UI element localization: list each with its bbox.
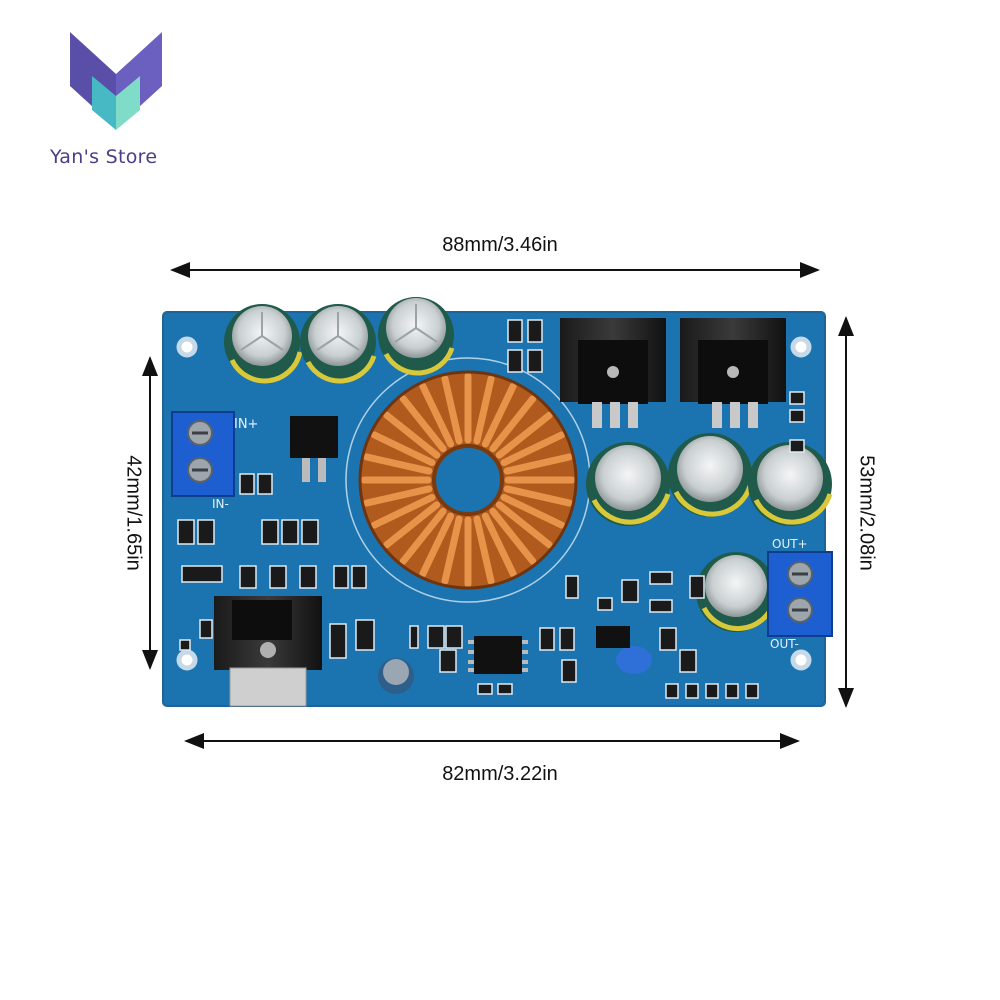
inductor-winding [370, 431, 436, 467]
inductor-winding [370, 493, 436, 529]
inductor-winding [473, 515, 495, 585]
smd-part [409, 625, 419, 649]
smd-part [281, 519, 299, 545]
smd-part [597, 597, 613, 611]
inductor-winding [363, 453, 433, 475]
store-logo-icon [70, 32, 162, 130]
smd-part [299, 565, 317, 589]
small-electrolytic-capacitor [378, 658, 414, 694]
toroidal-inductor [358, 370, 578, 590]
smd-part [745, 683, 759, 699]
smd-part [527, 349, 543, 373]
smd-part [685, 683, 699, 699]
inductor-winding [473, 375, 495, 445]
silk-out-plus: OUT+ [772, 537, 808, 551]
smd-part [659, 627, 677, 651]
smd-part [565, 575, 579, 599]
smd-part [649, 571, 673, 585]
smd-part [351, 565, 367, 589]
smd-part [705, 683, 719, 699]
silk-out-minus: OUT- [770, 637, 799, 651]
smd-part [477, 683, 493, 695]
smd-part [679, 649, 697, 673]
smd-part [689, 575, 705, 599]
smd-part [497, 683, 513, 695]
inductor-winding [489, 507, 537, 565]
inductor-winding [503, 453, 573, 475]
inductor-winding [495, 411, 553, 459]
smd-part [649, 599, 673, 613]
mounting-hole-icon [176, 336, 812, 671]
input-terminal-block [171, 411, 235, 497]
inductor-winding [441, 515, 463, 585]
silk-in-plus: IN+ [234, 417, 258, 432]
smd-part [329, 623, 347, 659]
smd-part [239, 565, 257, 589]
smd-part [789, 391, 805, 405]
inductor-winding [489, 395, 537, 453]
smd-components [177, 319, 805, 699]
smd-part [559, 627, 575, 651]
inductor-winding [503, 485, 573, 507]
smd-part [621, 579, 639, 603]
smd-part [179, 639, 191, 651]
smd-part [507, 349, 523, 373]
control-ic [468, 636, 528, 674]
inductor-winding [383, 501, 441, 549]
smd-part [269, 565, 287, 589]
smd-part [199, 619, 213, 639]
smd-part [301, 519, 319, 545]
inductor-winding [481, 512, 517, 578]
inductor-winding [500, 431, 566, 467]
smd-part [539, 627, 555, 651]
inductor-winding [399, 395, 447, 453]
inductor-winding [419, 382, 455, 448]
inductor-winding [383, 411, 441, 459]
smd-part [439, 649, 457, 673]
smd-part [197, 519, 215, 545]
inductor-winding [441, 375, 463, 445]
silk-in-minus: IN- [212, 497, 229, 511]
inductor-winding [500, 493, 566, 529]
inductor-winding [419, 512, 455, 578]
inductor-winding [481, 382, 517, 448]
smd-part [507, 319, 523, 343]
smd-part [333, 565, 349, 589]
ceramic-capacitor [616, 646, 652, 674]
dimension-bottom-label: 82mm/3.22in [442, 763, 558, 785]
dimension-top-label: 88mm/3.46in [442, 234, 558, 256]
smd-part [445, 625, 463, 649]
smd-part [725, 683, 739, 699]
output-terminal-block [767, 551, 833, 637]
smd-part [427, 625, 445, 649]
output-capacitors [586, 433, 833, 632]
input-capacitors [224, 297, 455, 384]
smd-part [239, 473, 255, 495]
smd-part [177, 519, 195, 545]
diode-heatsink [214, 596, 322, 707]
inductor-winding [495, 501, 553, 549]
inductor-winding [363, 485, 433, 507]
inductor-winding [399, 507, 447, 565]
smd-part [561, 659, 577, 683]
regulator-chip [290, 416, 338, 482]
store-name: Yan's Store [50, 146, 158, 168]
mosfet-heatsinks [560, 318, 786, 428]
smd-part [527, 319, 543, 343]
smd-part [789, 439, 805, 453]
smd-part [665, 683, 679, 699]
smd-part [789, 409, 805, 423]
smd-part [355, 619, 375, 651]
smd-part [261, 519, 279, 545]
smd-part [257, 473, 273, 495]
smd-part [181, 565, 223, 583]
optocoupler-chip [596, 626, 630, 648]
